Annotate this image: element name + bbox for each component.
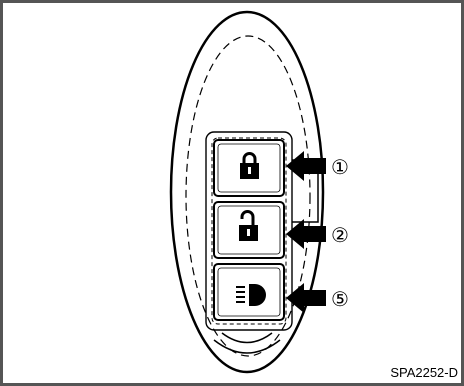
arrow-lock xyxy=(286,151,326,181)
fob-bottom-notch xyxy=(213,332,281,354)
unlock-button[interactable] xyxy=(213,201,285,259)
callout-label-1: ① xyxy=(331,155,349,179)
arrow-headlight xyxy=(286,283,326,313)
callout-label-2: ② xyxy=(331,223,349,247)
figure-caption: SPA2252-D xyxy=(390,365,458,380)
fob-inner-outline xyxy=(185,35,311,357)
lock-button[interactable] xyxy=(213,139,285,197)
callout-label-3: ⑤ xyxy=(331,287,349,311)
headlight-icon xyxy=(236,284,266,306)
unlock-icon xyxy=(239,210,258,241)
button-panel-inner xyxy=(211,137,287,325)
lock-icon xyxy=(240,152,259,179)
arrow-unlock xyxy=(286,219,326,249)
headlight-button[interactable] xyxy=(213,263,285,321)
